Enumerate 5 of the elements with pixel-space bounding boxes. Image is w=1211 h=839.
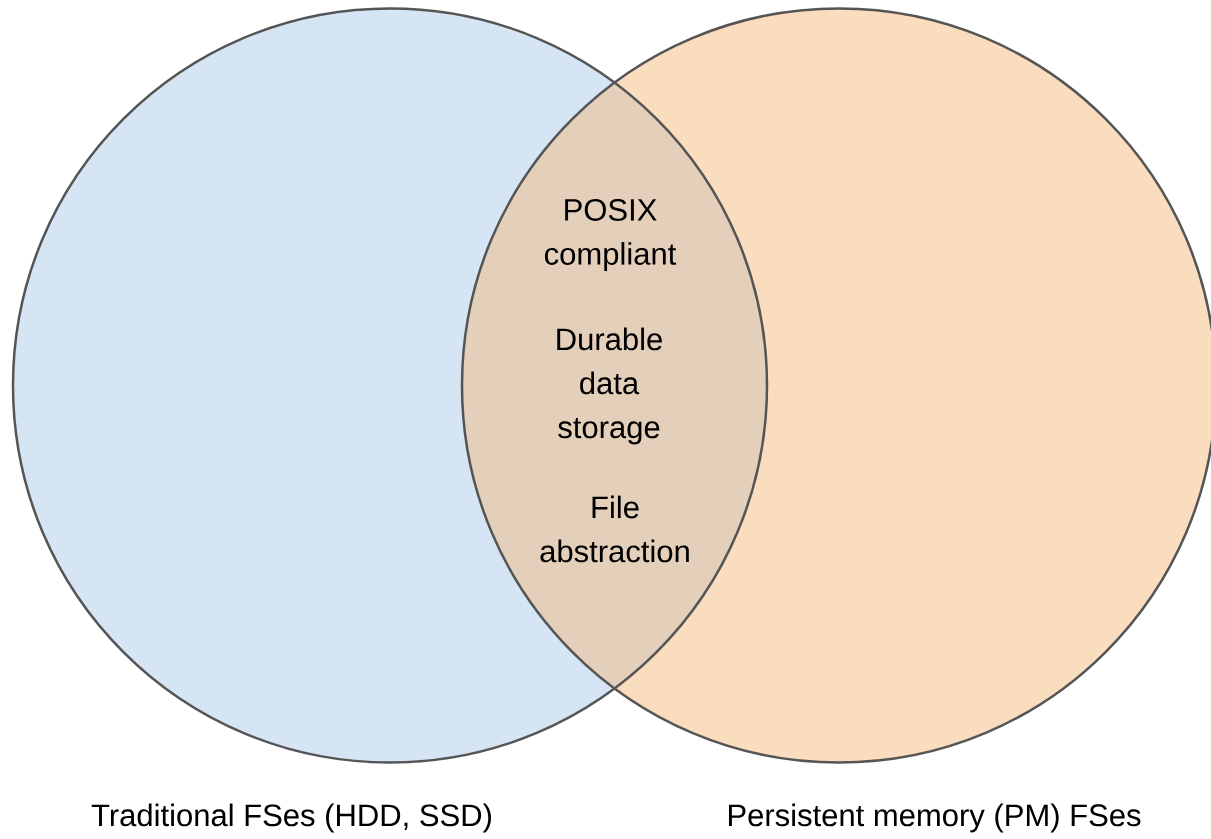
overlap-text: File abstraction <box>540 495 689 563</box>
overlap-text: Durable data storage <box>557 327 662 445</box>
overlap-text: POSIX compliant <box>545 198 677 272</box>
circle-caption: Persistent memory (PM) FSes <box>729 803 1141 833</box>
circle-caption: Traditional FSes (HDD, SSD) <box>91 803 491 833</box>
